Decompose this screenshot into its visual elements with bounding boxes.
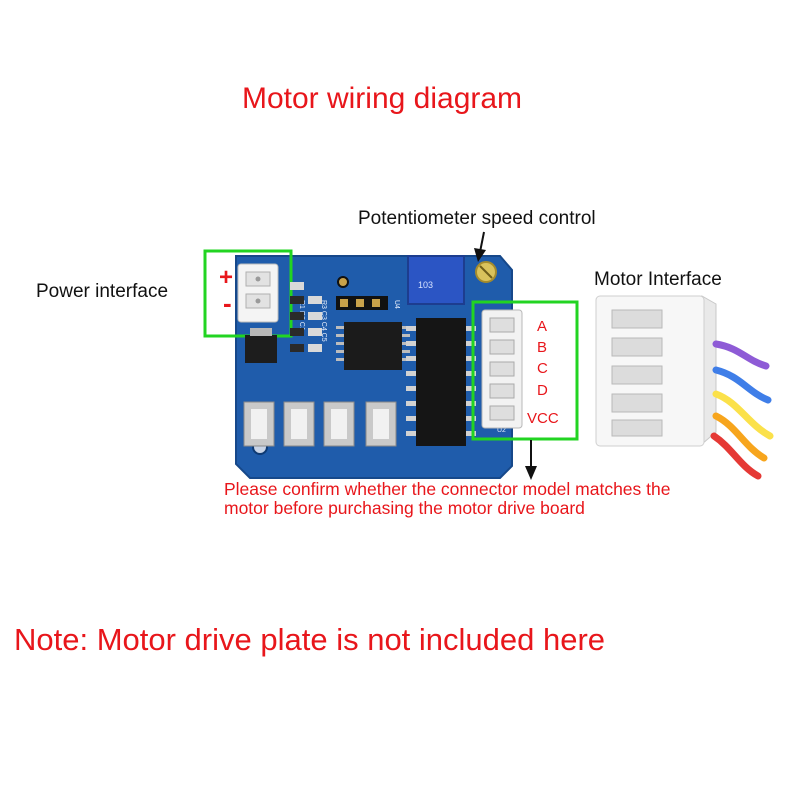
- warning-line-2: motor before purchasing the motor drive …: [224, 498, 585, 518]
- motor-interface-label: Motor Interface: [594, 269, 722, 290]
- svg-text:U2: U2: [497, 427, 506, 434]
- motor-wires: [710, 340, 774, 480]
- pin-label-c: C: [537, 360, 548, 377]
- potentiometer-arrow: [474, 231, 486, 262]
- motor-plug: [595, 295, 717, 447]
- minus-symbol: -: [223, 288, 232, 318]
- dip-chip: [406, 318, 476, 446]
- potentiometer: 103: [407, 255, 497, 305]
- pin-label-a: A: [537, 318, 548, 335]
- pin-label-d: D: [537, 382, 548, 399]
- board-motor-connector: [481, 309, 523, 429]
- smd-components: [290, 282, 322, 352]
- plus-symbol: +: [219, 264, 234, 291]
- svg-text:103: 103: [418, 280, 433, 290]
- down-arrow: [525, 440, 537, 480]
- pin-label-b: B: [537, 339, 548, 356]
- svg-text:U4: U4: [393, 300, 400, 309]
- power-connector: [237, 263, 279, 323]
- smd-chip: [336, 322, 410, 370]
- pin-label-vcc: VCC: [527, 410, 559, 427]
- power-interface-label: Power interface: [36, 281, 169, 302]
- motor-highlight-box: [471, 300, 579, 441]
- voltage-regulator: [245, 328, 277, 363]
- potentiometer-label: Potentiometer speed control: [358, 208, 596, 229]
- diagram-title: Motor wiring diagram: [241, 82, 523, 115]
- header-pins: [336, 276, 388, 310]
- note-text: Note: Motor drive plate is not included …: [14, 622, 606, 657]
- push-buttons: [243, 401, 397, 447]
- warning-line-1: Please confirm whether the connector mod…: [224, 479, 671, 499]
- connector-warning: Please confirm whether the connector mod…: [224, 480, 670, 518]
- svg-text:R3 C3 C4 C5: R3 C3 C4 C5: [320, 300, 327, 342]
